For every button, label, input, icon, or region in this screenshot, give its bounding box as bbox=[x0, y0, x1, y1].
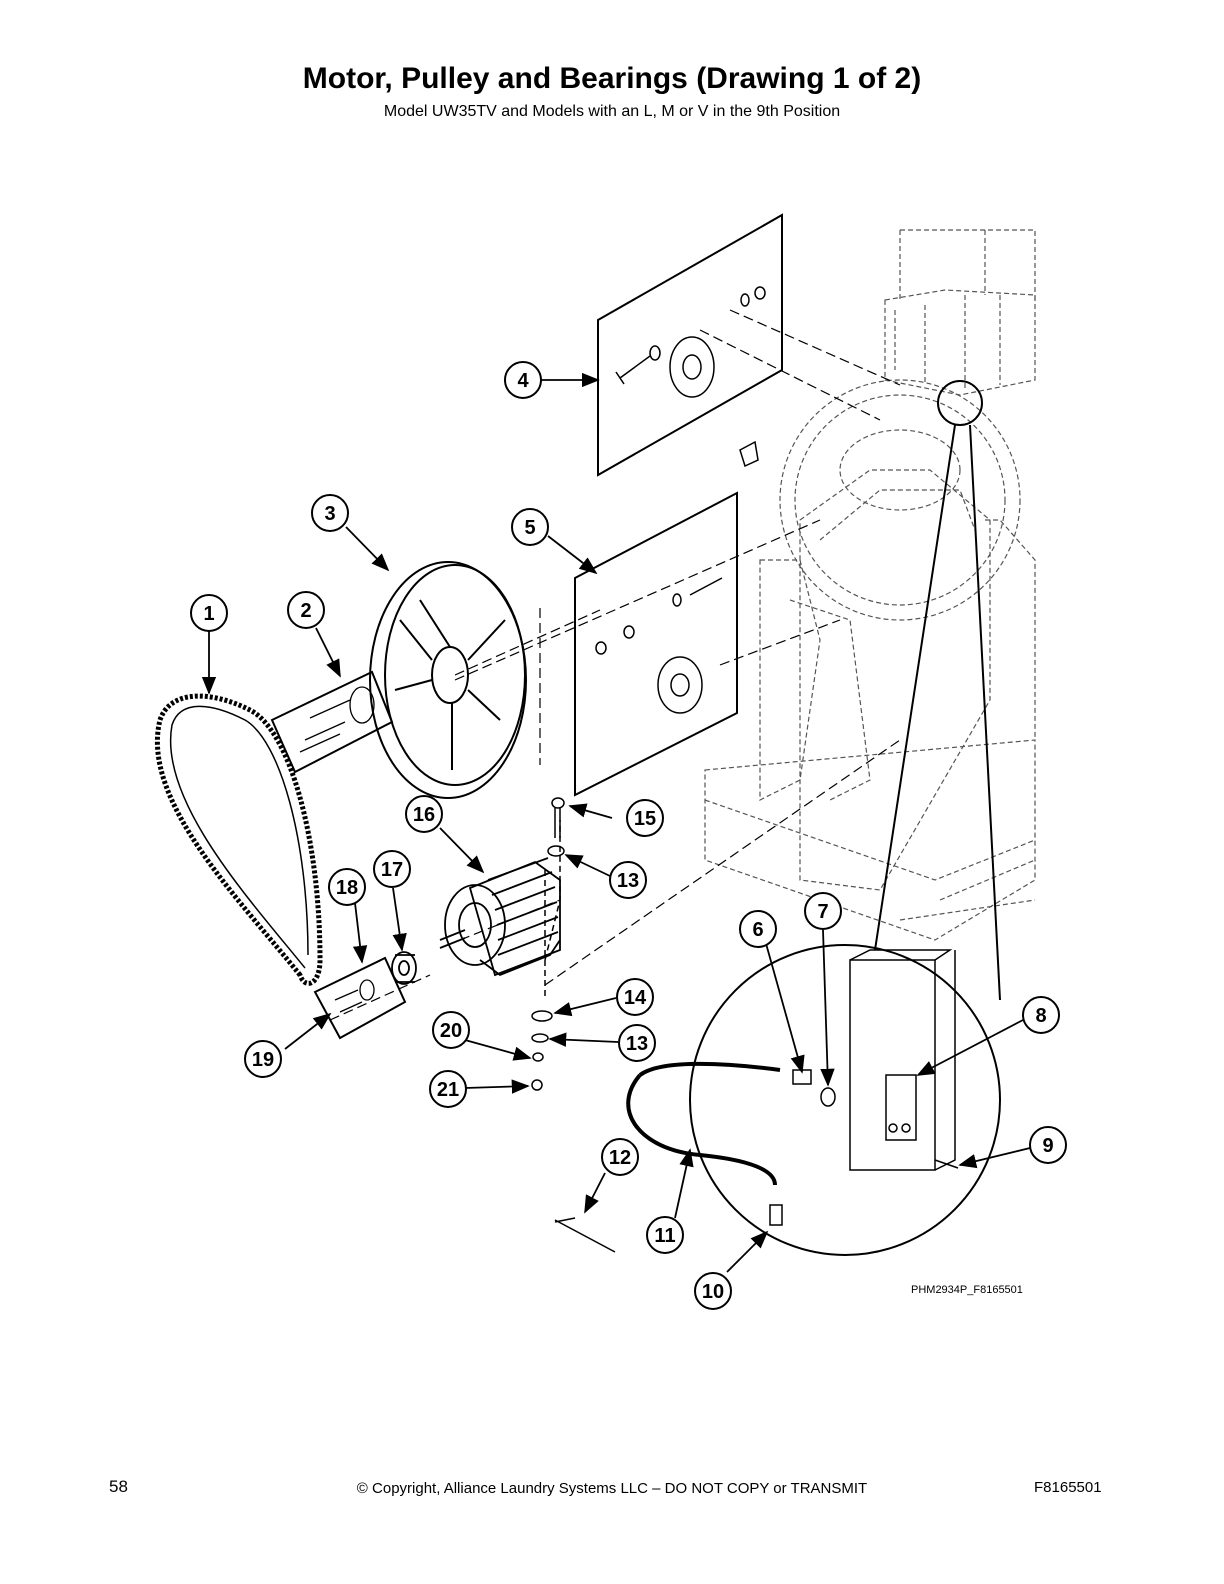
callout-21 bbox=[429, 1070, 467, 1108]
callout-10 bbox=[694, 1272, 732, 1310]
callout-2 bbox=[287, 591, 325, 629]
machine-frame bbox=[704, 229, 1036, 941]
callout-11-label: 11 bbox=[654, 1225, 675, 1247]
callout-2-label: 2 bbox=[300, 600, 311, 622]
callout-4-label: 4 bbox=[517, 370, 529, 392]
document-code: F8165501 bbox=[1034, 1479, 1102, 1496]
callout-15 bbox=[626, 799, 664, 837]
leader-lines bbox=[201, 372, 1031, 1273]
bearing-assembly-5-box bbox=[574, 491, 738, 797]
copyright-notice: © Copyright, Alliance Laundry Systems LL… bbox=[356, 1480, 868, 1497]
motor-16 bbox=[439, 857, 561, 977]
bushing-18-box bbox=[313, 956, 407, 1040]
detail-view bbox=[689, 380, 1001, 1256]
callout-18 bbox=[328, 868, 366, 906]
callout-19-label: 19 bbox=[252, 1049, 274, 1071]
motor-pulley-17 bbox=[391, 951, 417, 985]
callout-20 bbox=[432, 1011, 470, 1049]
callout-16-label: 16 bbox=[413, 804, 435, 826]
callout-16 bbox=[405, 795, 443, 833]
callout-14 bbox=[616, 978, 654, 1016]
callout-12 bbox=[601, 1138, 639, 1176]
callout-12-label: 12 bbox=[609, 1147, 631, 1169]
bushing-18-parts bbox=[334, 979, 375, 1013]
detail-parts bbox=[554, 949, 959, 1253]
callout-8-label: 8 bbox=[1035, 1005, 1046, 1027]
bearing-5-parts bbox=[595, 577, 723, 714]
callout-18-label: 18 bbox=[336, 877, 358, 899]
callout-9 bbox=[1029, 1126, 1067, 1164]
callout-7-label: 7 bbox=[817, 901, 828, 923]
callout-13a-label: 13 bbox=[617, 870, 639, 892]
callout-19 bbox=[244, 1040, 282, 1078]
callout-5 bbox=[511, 508, 549, 546]
callout-3 bbox=[311, 494, 349, 532]
page-subtitle: Model UW35TV and Models with an L, M or … bbox=[383, 103, 841, 120]
belt-1 bbox=[155, 693, 323, 986]
callout-15-label: 15 bbox=[634, 808, 656, 830]
page-number: 58 bbox=[109, 1477, 128, 1496]
bearing-assembly-4-box bbox=[597, 213, 783, 477]
callout-6-label: 6 bbox=[752, 919, 763, 941]
callout-9-label: 9 bbox=[1042, 1135, 1053, 1157]
callout-1 bbox=[190, 594, 228, 632]
callout-17-label: 17 bbox=[381, 859, 403, 881]
callout-4 bbox=[504, 361, 542, 399]
callout-11 bbox=[646, 1216, 684, 1254]
callout-6 bbox=[739, 910, 777, 948]
pulley-3 bbox=[369, 561, 527, 799]
callout-8 bbox=[1022, 996, 1060, 1034]
drawing-code: PHM2934P_F8165501 bbox=[911, 1284, 1023, 1296]
assembly-lines bbox=[329, 309, 901, 1021]
bushing-2-box bbox=[270, 670, 394, 774]
callout-14-label: 14 bbox=[624, 987, 647, 1009]
callout-10-label: 10 bbox=[702, 1281, 724, 1303]
callout-17 bbox=[373, 850, 411, 888]
callout-13b bbox=[618, 1024, 656, 1062]
callout-13b-label: 13 bbox=[626, 1033, 648, 1055]
callout-1-label: 1 bbox=[203, 603, 214, 625]
bearing-4-parts bbox=[615, 286, 766, 468]
callout-5-label: 5 bbox=[524, 517, 535, 539]
callouts bbox=[190, 361, 1067, 1310]
callout-7 bbox=[804, 892, 842, 930]
callout-21-label: 21 bbox=[437, 1079, 459, 1101]
page-title: Motor, Pulley and Bearings (Drawing 1 of… bbox=[302, 62, 922, 95]
callout-13a bbox=[609, 861, 647, 899]
callout-20-label: 20 bbox=[440, 1020, 462, 1042]
bushing-2-parts bbox=[299, 686, 375, 753]
callout-3-label: 3 bbox=[324, 503, 335, 525]
